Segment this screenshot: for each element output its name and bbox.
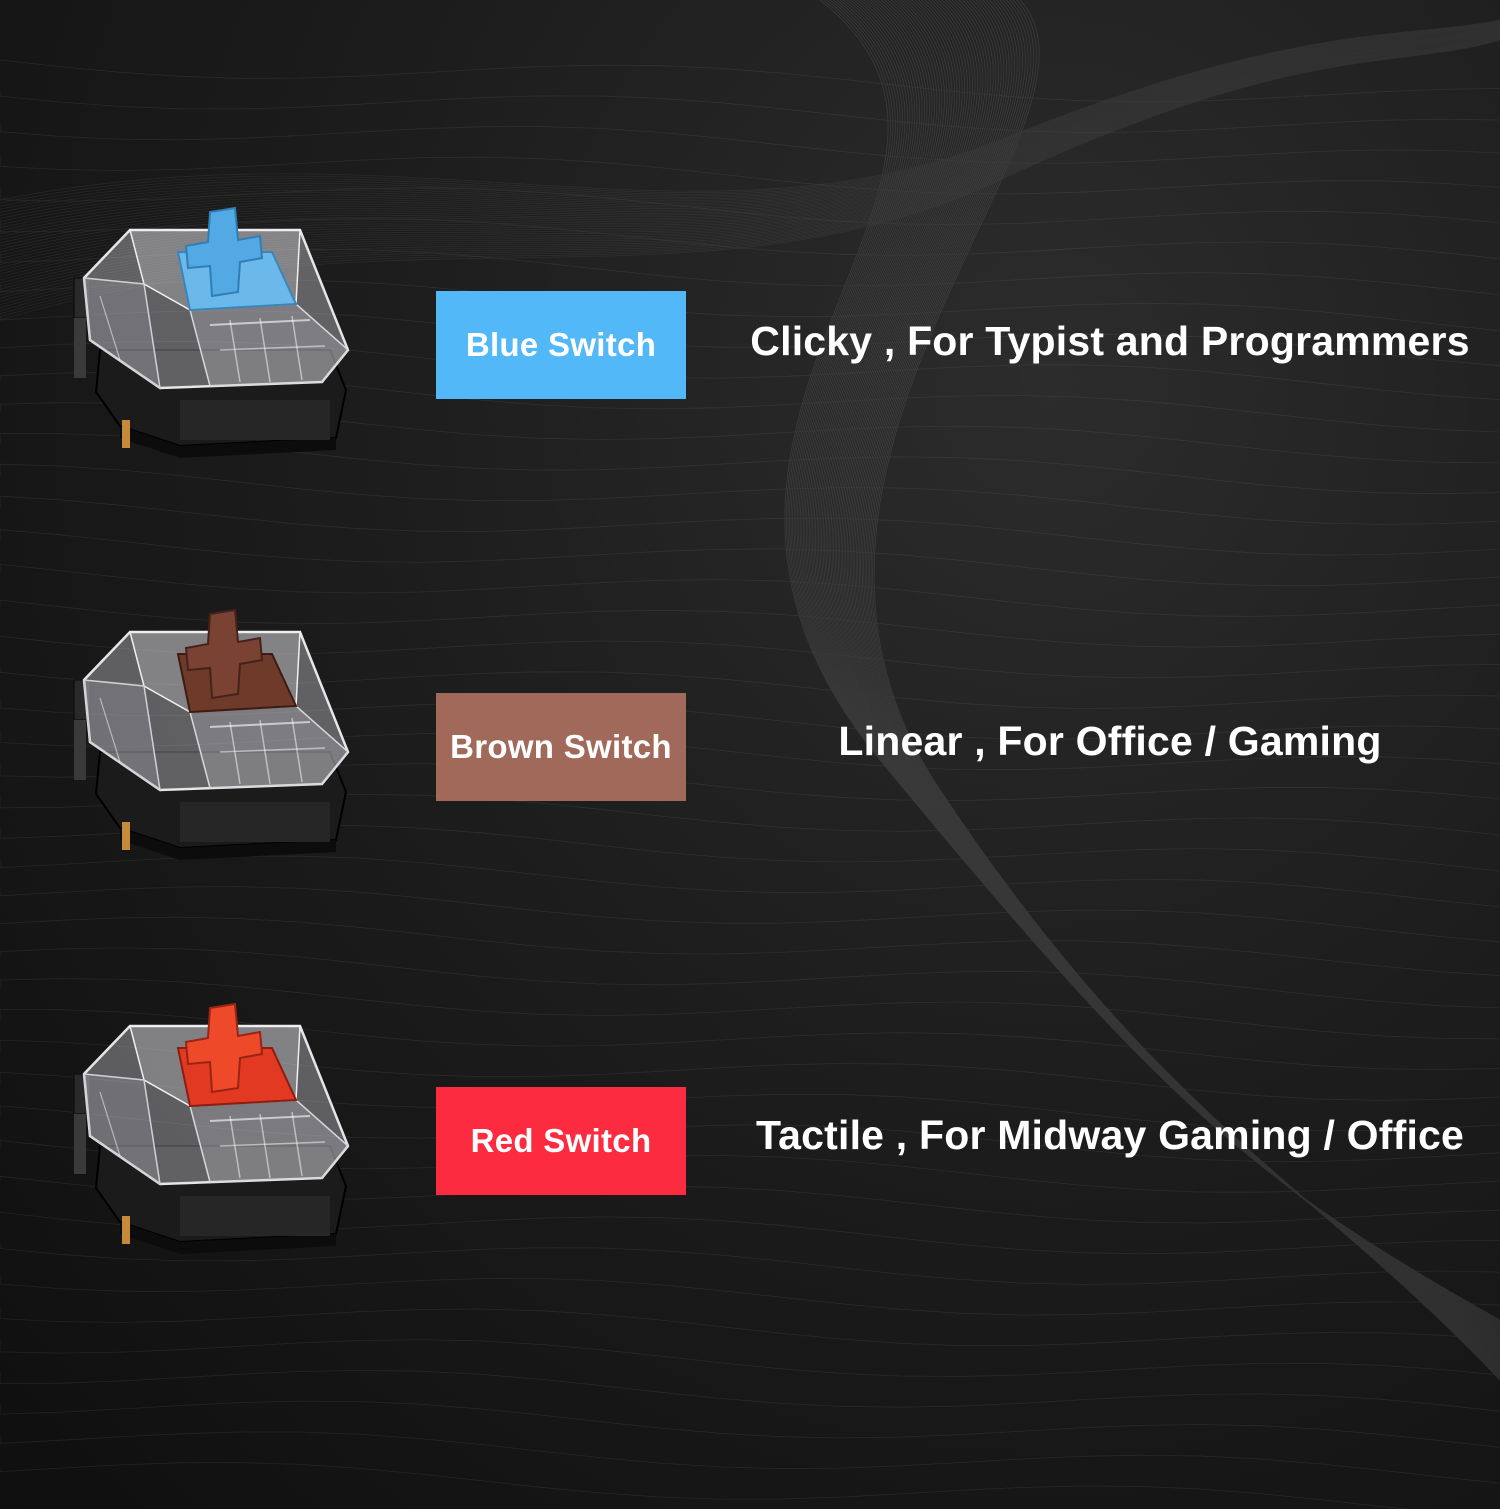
- switch-row-red: Red Switch Tactile , For Midway Gaming /…: [0, 976, 1500, 1296]
- red-switch-image: [72, 1002, 350, 1256]
- switch-label: Brown Switch: [436, 693, 686, 801]
- switch-description: Linear , For Office / Gaming: [838, 718, 1382, 764]
- switch-description: Tactile , For Midway Gaming / Office: [755, 1112, 1465, 1158]
- brown-switch-image: [72, 608, 350, 862]
- switch-label: Red Switch: [436, 1087, 686, 1195]
- switch-label: Blue Switch: [436, 291, 686, 399]
- red-stem: [176, 1002, 298, 1108]
- blue-stem: [176, 206, 298, 312]
- blue-switch-image: [72, 206, 350, 460]
- switch-description: Clicky , For Typist and Programmers: [750, 318, 1470, 364]
- brown-stem: [176, 608, 298, 714]
- switch-row-blue: Blue Switch Clicky , For Typist and Prog…: [0, 180, 1500, 500]
- switch-row-brown: Brown Switch Linear , For Office / Gamin…: [0, 582, 1500, 902]
